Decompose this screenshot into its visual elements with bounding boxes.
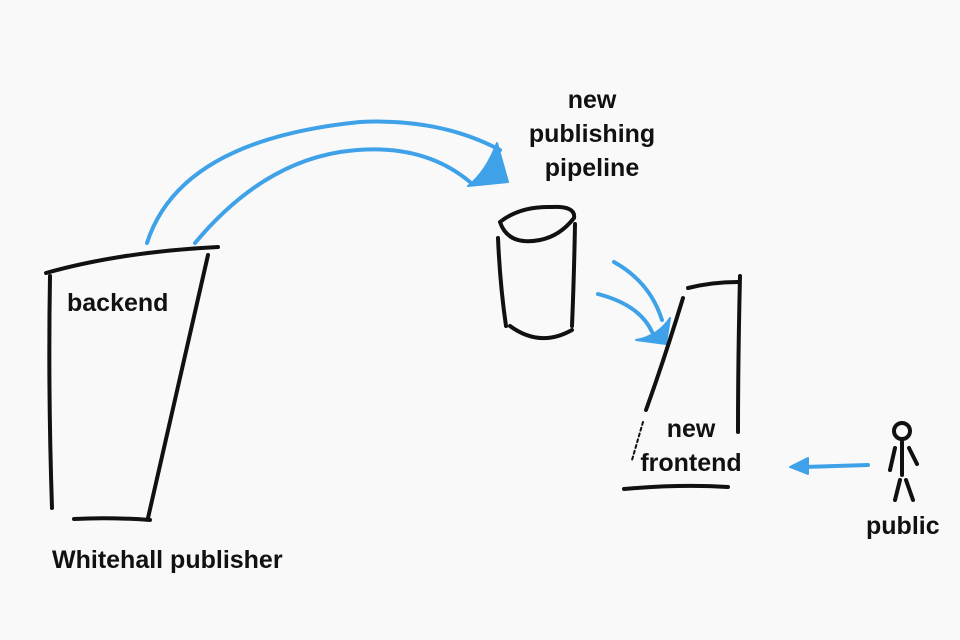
- pipeline-cylinder: [496, 204, 577, 341]
- frontend-label-line2: frontend: [640, 449, 742, 477]
- frontend-label-line1: new: [666, 415, 716, 443]
- public-person-icon: [888, 421, 919, 502]
- pipeline-label-line3: pipeline: [544, 154, 640, 182]
- arrow-public-to-frontend: [789, 457, 870, 475]
- arrow-pipeline-to-frontend: [596, 260, 671, 345]
- arrow-backend-to-pipeline: [145, 119, 509, 245]
- frontend-label: new frontend: [626, 412, 756, 480]
- pipeline-label-line1: new: [567, 86, 617, 114]
- public-label: public: [866, 512, 940, 540]
- backend-box: [44, 245, 220, 522]
- pipeline-label-line2: publishing: [528, 120, 656, 148]
- pipeline-label: new publishing pipeline: [522, 83, 662, 185]
- backend-label: backend: [67, 289, 169, 317]
- frontend-box: [622, 274, 742, 491]
- whitehall-publisher-label: Whitehall publisher: [52, 546, 283, 574]
